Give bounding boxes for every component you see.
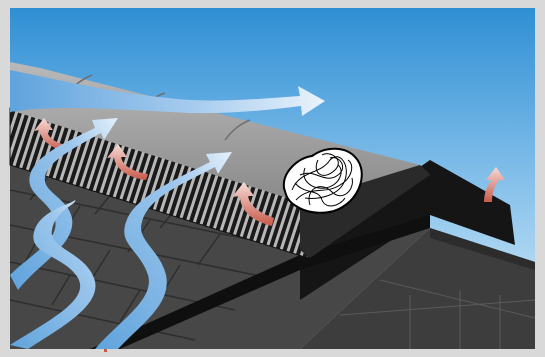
- bottom-red-mark: [104, 349, 107, 352]
